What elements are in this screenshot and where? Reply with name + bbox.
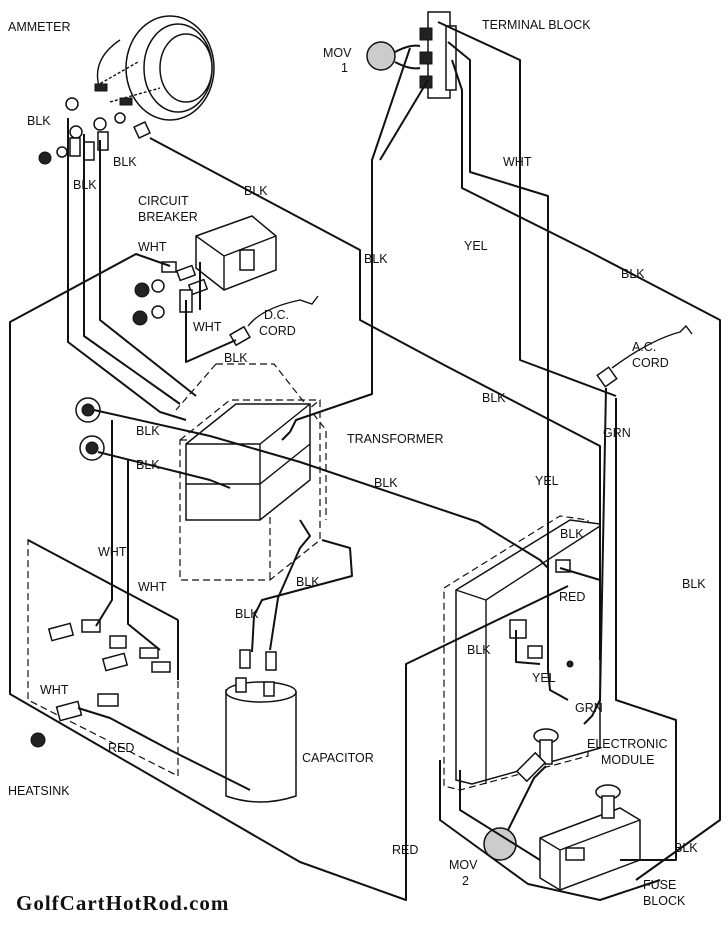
ac-cord-label-2: CORD (632, 356, 669, 370)
mov2-component (483, 751, 547, 861)
wire-label: BLK (73, 178, 97, 192)
wire-label: BLK (244, 184, 268, 198)
wire-label: RED (108, 741, 134, 755)
mov1-label: MOV (323, 46, 352, 60)
module-bolt (533, 728, 559, 765)
heatsink-label: HEATSINK (8, 784, 70, 798)
mov1-number: 1 (341, 61, 348, 75)
wire-label: WHT (193, 320, 222, 334)
wire-label: BLK (136, 424, 160, 438)
wire-label: BLK (27, 114, 51, 128)
wire-label: WHT (138, 580, 167, 594)
heatsink (27, 539, 179, 777)
wire-label: BLK (136, 458, 160, 472)
electronic-module-label-2: MODULE (601, 753, 654, 767)
capacitor-label: CAPACITOR (302, 751, 374, 765)
dc-cord-label-2: CORD (259, 324, 296, 338)
wire-label: BLK (224, 351, 248, 365)
wire-color-labels: BLK BLK BLK BLK WHT BLK YEL BLK WHT WHT … (27, 114, 706, 857)
mov1-component (366, 41, 421, 71)
fuse-block-label-1: FUSE (643, 878, 676, 892)
ammeter (38, 15, 215, 165)
wire-label: WHT (40, 683, 69, 697)
ammeter-label: AMMETER (8, 20, 71, 34)
wire-label: BLK (674, 841, 698, 855)
transformer (175, 363, 327, 581)
mov2-label: MOV (449, 858, 478, 872)
wire-label: WHT (138, 240, 167, 254)
transformer-label: TRANSFORMER (347, 432, 444, 446)
wire-label: YEL (464, 239, 488, 253)
wire-label: RED (559, 590, 585, 604)
circuit-breaker (132, 215, 277, 326)
circuit-breaker-label-2: BREAKER (138, 210, 198, 224)
circuit-breaker-label-1: CIRCUIT (138, 194, 189, 208)
ac-cord-plug (596, 324, 693, 388)
wire-label: WHT (503, 155, 532, 169)
wire-label: YEL (535, 474, 559, 488)
wires (9, 21, 721, 901)
wire-label: BLK (374, 476, 398, 490)
fuse-block-label-2: BLOCK (643, 894, 686, 908)
wire-label: BLK (296, 575, 320, 589)
wire-label: BLK (482, 391, 506, 405)
wire-label: BLK (560, 527, 584, 541)
wire-label: RED (392, 843, 418, 857)
capacitor (225, 649, 297, 803)
watermark: GolfCartHotRod.com (16, 891, 229, 915)
dc-cord-label-1: D.C. (264, 308, 289, 322)
wire-label: BLK (113, 155, 137, 169)
component-labels: AMMETER TERMINAL BLOCK MOV 1 CIRCUIT BRE… (8, 18, 686, 908)
wire-label: BLK (364, 252, 388, 266)
terminal-block-label: TERMINAL BLOCK (482, 18, 591, 32)
mov2-number: 2 (462, 874, 469, 888)
wire-label: BLK (467, 643, 491, 657)
terminal-block (419, 11, 457, 99)
wire-label: BLK (235, 607, 259, 621)
fuse-block (539, 784, 641, 891)
wire-label: YEL (532, 671, 556, 685)
wire-label: GRN (575, 701, 603, 715)
wire-label: WHT (98, 545, 127, 559)
diode-components (75, 397, 105, 461)
wire-label: BLK (621, 267, 645, 281)
electronic-module-label-1: ELECTRONIC (587, 737, 668, 751)
electronic-module (443, 515, 601, 791)
wire-label: GRN (603, 426, 631, 440)
ac-cord-label-1: A.C. (632, 340, 656, 354)
wire-label: BLK (682, 577, 706, 591)
